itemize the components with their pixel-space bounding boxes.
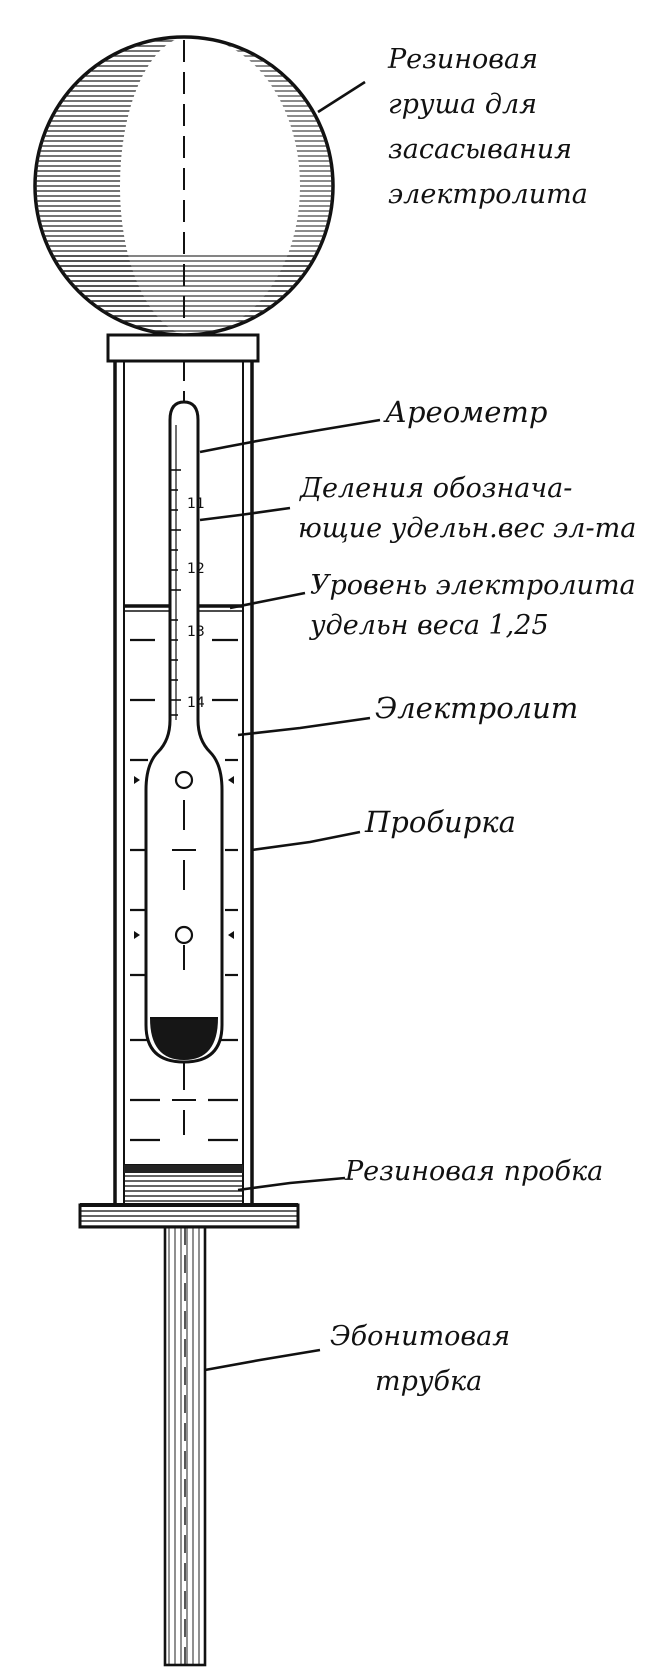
center-axis-dashes <box>172 1060 196 1135</box>
label-divisions-line-1: Деления обознача- <box>299 473 572 504</box>
label-level-line-1: Уровень электролита <box>310 570 636 601</box>
label-level-line-2: удельн веса 1,25 <box>309 610 549 641</box>
label-stopper: Резиновая пробка <box>344 1156 603 1187</box>
label-bulb-line-4: электролита <box>388 179 588 210</box>
glass-tube <box>113 361 254 1205</box>
scale-mark-12: 12 <box>187 561 205 577</box>
scale-mark-14: 14 <box>187 695 205 711</box>
tube-nubs <box>134 776 234 939</box>
hydrometer: 11 12 13 14 <box>144 400 224 1064</box>
bulb-collar <box>106 333 260 363</box>
leader-lines <box>199 80 381 1372</box>
label-level: Уровень электролита удельн веса 1,25 <box>309 570 636 641</box>
label-ebonite: Эбонитовая трубка <box>330 1321 510 1397</box>
label-ebonite-line-1: Эбонитовая <box>330 1321 510 1352</box>
label-electrolyte: Электролит <box>375 691 578 725</box>
label-tube: Пробирка <box>364 805 516 839</box>
label-bulb-line-2: груша для <box>388 89 537 120</box>
label-bulb-line-1: Резиновая <box>387 44 538 75</box>
label-hydrometer: Ареометр <box>383 395 547 429</box>
base-flange <box>78 1203 300 1229</box>
label-divisions: Деления обознача- ющие удельн.вес эл-та <box>298 473 636 544</box>
label-divisions-line-2: ющие удельн.вес эл-та <box>298 513 636 544</box>
label-rubber-bulb: Резиновая груша для засасывания электрол… <box>387 44 588 210</box>
label-ebonite-line-2: трубка <box>375 1366 482 1397</box>
rubber-bulb <box>33 35 335 337</box>
rubber-stopper <box>123 1164 244 1206</box>
label-bulb-line-3: засасывания <box>388 134 572 165</box>
scale-mark-13: 13 <box>187 624 205 640</box>
scale-mark-11: 11 <box>187 496 205 512</box>
ebonite-tube <box>163 1225 207 1667</box>
